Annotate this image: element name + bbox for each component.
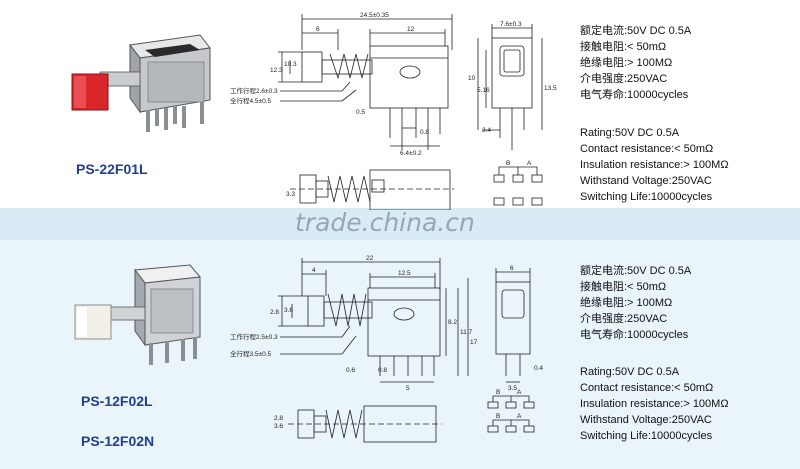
dimension-label: 0.5 — [356, 109, 365, 116]
dimension-note: 全行程4.5±0.5 — [230, 96, 272, 105]
dimension-label: 6 — [510, 265, 514, 272]
dimension-label: 13.5 — [544, 85, 557, 92]
spec-line: Contact resistance:< 50mΩ — [580, 382, 714, 394]
spec-line: 额定电流:50V DC 0.5A — [580, 265, 692, 277]
dimension-label: 0.8 — [420, 129, 429, 136]
spec-line: 接触电阻:< 50mΩ — [580, 281, 667, 293]
dimension-label: 5.16 — [477, 87, 490, 94]
spec-list-cn: 额定电流:50V DC 0.5A 接触电阻:< 50mΩ 绝缘电阻:> 100M… — [580, 23, 795, 103]
spec-line: Withstand Voltage:250VAC — [580, 414, 712, 426]
spec-line: 介电强度:250VAC — [580, 73, 668, 85]
dimension-label: 8.2 — [448, 319, 457, 326]
dimension-label: 7.6±0.3 — [500, 21, 522, 28]
dimension-label: 4 — [312, 267, 316, 274]
product-panel-bottom — [0, 240, 800, 469]
dimension-label: 3.5 — [508, 385, 517, 392]
dimension-label: 3.4 — [482, 127, 491, 134]
dimension-label: 2.8 — [274, 415, 283, 422]
spec-line: Switching Life:10000cycles — [580, 430, 713, 442]
spec-line: 电气寿命:10000cycles — [580, 329, 689, 341]
pin-label: B — [496, 389, 500, 396]
dimension-label: 0.4 — [534, 365, 543, 372]
pin-label: A — [517, 389, 522, 396]
spec-line: 电气寿命:10000cycles — [580, 89, 689, 101]
spec-line: 介电强度:250VAC — [580, 313, 668, 325]
spec-line: Rating:50V DC 0.5A — [580, 127, 680, 139]
dimension-label: 17 — [470, 339, 478, 346]
spec-line: 绝缘电阻:> 100MΩ — [580, 297, 673, 309]
spec-line: Switching Life:10000cycles — [580, 191, 713, 203]
pin-label: A — [527, 160, 532, 167]
dimension-note: 工作行程2.6±0.3 — [230, 86, 278, 95]
push-switch-photo-red — [71, 34, 211, 132]
spec-line: Insulation resistance:> 100MΩ — [580, 398, 729, 410]
dimension-label: 3.3 — [286, 191, 295, 198]
dimension-label: 2.8 — [270, 309, 279, 316]
model-label: PS-12F02N — [81, 433, 155, 449]
dimension-label: 6 — [316, 26, 320, 33]
watermark-band — [0, 208, 800, 242]
model-label: PS-22F01L — [76, 161, 148, 177]
watermark-text: trade.china.cn — [295, 208, 475, 237]
spec-list-cn: 额定电流:50V DC 0.5A 接触电阻:< 50mΩ 绝缘电阻:> 100M… — [580, 263, 795, 343]
model-label: PS-12F02L — [81, 393, 153, 409]
dimension-label: 22 — [366, 255, 374, 262]
dimension-label: 10.3 — [284, 61, 297, 68]
dimension-label: 12.3 — [270, 67, 283, 74]
dimension-note: 工作行程2.5±0.3 — [230, 332, 278, 341]
dimension-drawing-top: 24.5±0.35 6 12 7.6±0.3 10 5.16 13.5 0.5 … — [230, 12, 557, 210]
spec-line: Contact resistance:< 50mΩ — [580, 143, 714, 155]
spec-line: Insulation resistance:> 100MΩ — [580, 159, 729, 171]
dimension-label: 3.6 — [274, 423, 283, 430]
dimension-label: 11.7 — [460, 329, 473, 336]
dimension-label: 6.4±0.2 — [400, 150, 422, 157]
dimension-drawing-bottom: 22 4 12.5 6 2.8 3.6 8.2 11.7 17 0.6 5 0.… — [230, 255, 543, 443]
dimension-label: 12 — [407, 26, 415, 33]
spec-line: 额定电流:50V DC 0.5A — [580, 25, 692, 37]
spec-line: 接触电阻:< 50mΩ — [580, 41, 667, 53]
pin-label: A — [517, 413, 522, 420]
pin-label: B — [506, 160, 510, 167]
spec-list-en: Rating:50V DC 0.5A Contact resistance:< … — [580, 125, 795, 205]
product-photo-red-switch — [71, 34, 211, 132]
spec-list-en: Rating:50V DC 0.5A Contact resistance:< … — [580, 364, 795, 444]
spec-line: Rating:50V DC 0.5A — [580, 366, 680, 378]
dimension-label: 5 — [406, 385, 410, 392]
dimension-label: 10 — [468, 75, 476, 82]
dimension-label: 0.6 — [346, 367, 355, 374]
product-photo-white-switch — [74, 264, 201, 365]
dimension-note: 全行程3.5±0.5 — [230, 349, 272, 358]
pin-label: B — [496, 413, 500, 420]
spec-line: 绝缘电阻:> 100MΩ — [580, 57, 673, 69]
dimension-label: 12.5 — [398, 270, 411, 277]
push-switch-photo-white — [74, 264, 201, 365]
dimension-label: 0.8 — [378, 367, 387, 374]
product-panel-top — [0, 0, 800, 210]
spec-line: Withstand Voltage:250VAC — [580, 175, 712, 187]
dimension-label: 24.5±0.35 — [360, 12, 389, 19]
dimension-label: 3.6 — [284, 307, 293, 314]
